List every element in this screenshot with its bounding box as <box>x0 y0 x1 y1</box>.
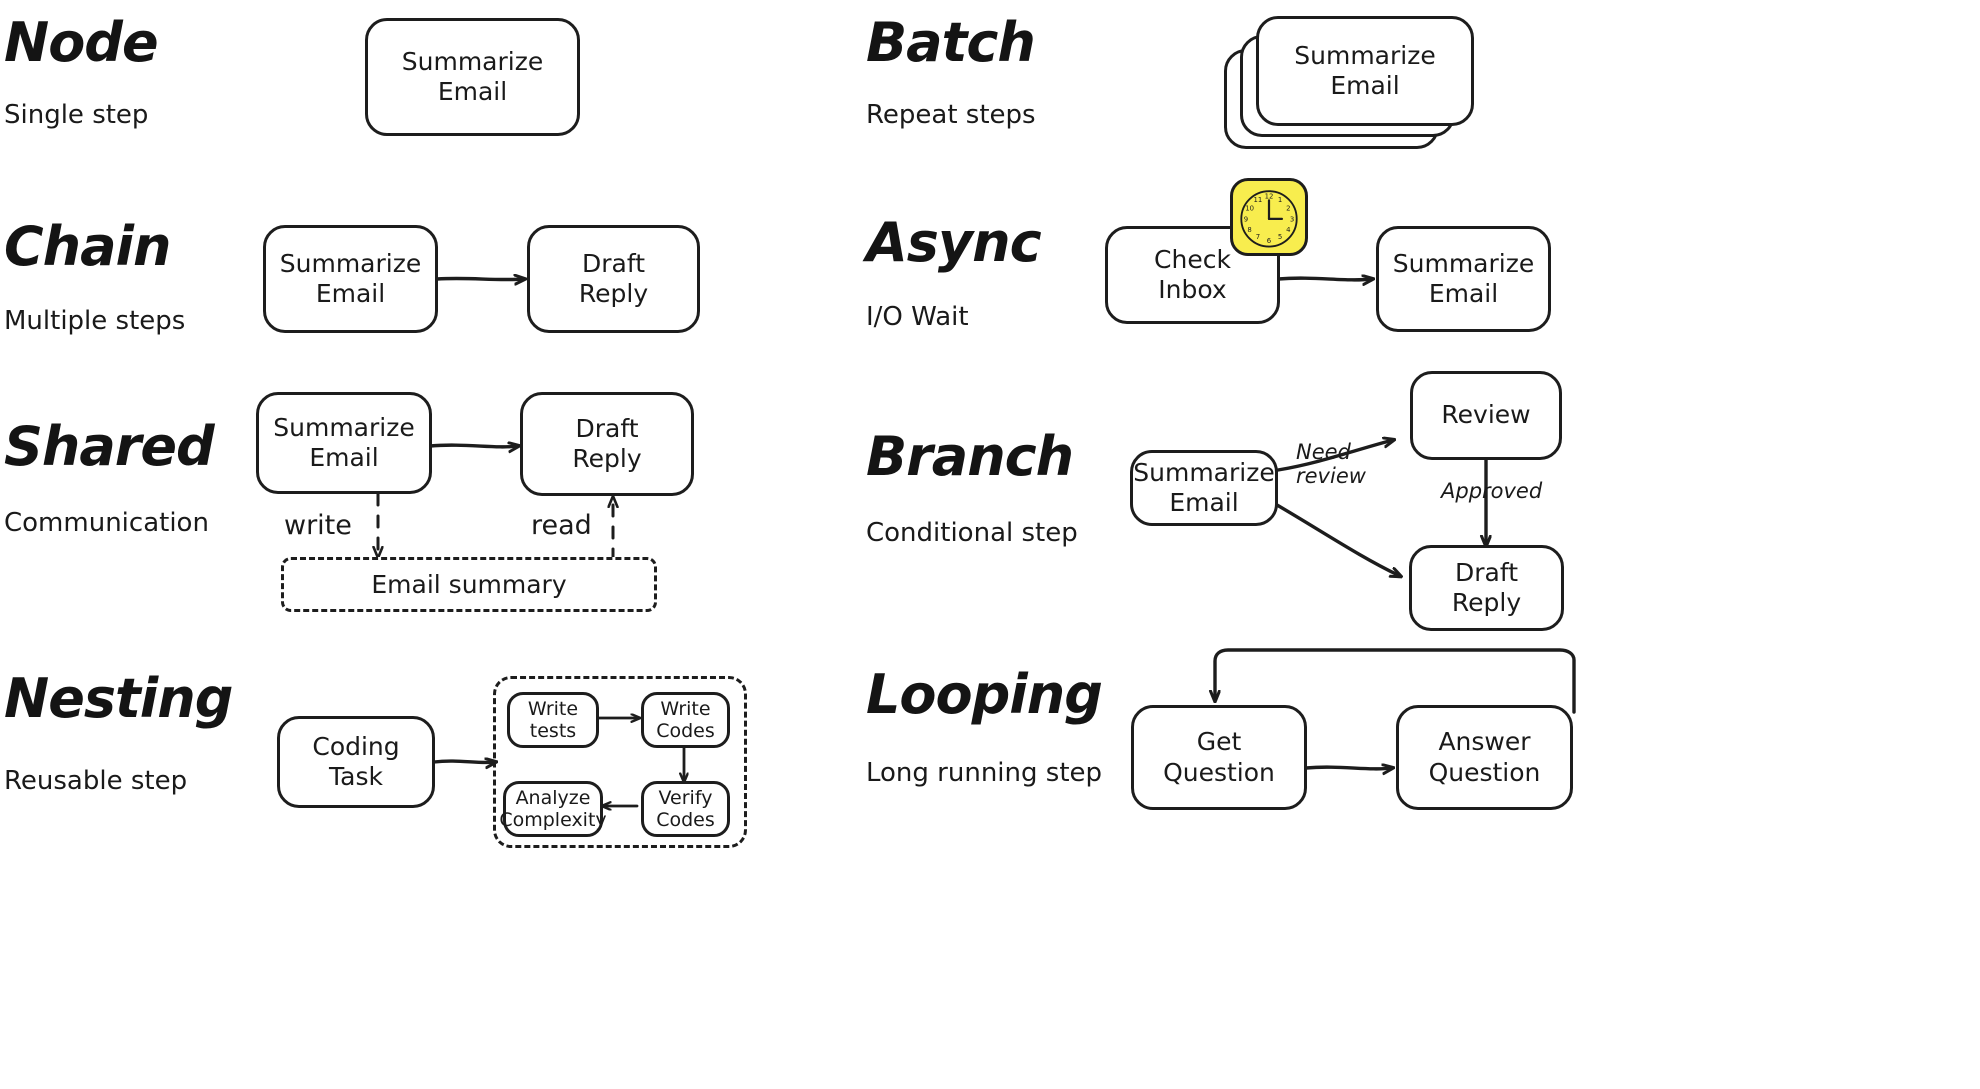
svg-text:3: 3 <box>1290 216 1294 224</box>
pattern-title-looping: Looping <box>866 663 1103 726</box>
looping-answer-question[interactable]: Answer Question <box>1396 705 1573 810</box>
svg-text:11: 11 <box>1254 196 1263 204</box>
svg-text:10: 10 <box>1245 205 1254 213</box>
pattern-subtitle-branch: Conditional step <box>866 518 1078 548</box>
svg-text:8: 8 <box>1247 226 1251 234</box>
pattern-subtitle-node: Single step <box>4 100 149 130</box>
svg-text:6: 6 <box>1267 237 1271 245</box>
batch-summarize-email[interactable]: Summarize Email <box>1256 16 1474 126</box>
svg-text:12: 12 <box>1265 193 1274 201</box>
pattern-title-chain: Chain <box>4 215 171 278</box>
svg-text:1: 1 <box>1278 196 1282 204</box>
shared-store-email-summary[interactable]: Email summary <box>281 557 657 612</box>
shared-draft-reply[interactable]: Draft Reply <box>520 392 694 496</box>
looping-get-question[interactable]: Get Question <box>1131 705 1307 810</box>
pattern-title-nesting: Nesting <box>4 667 233 730</box>
pattern-title-async: Async <box>866 211 1042 274</box>
svg-text:9: 9 <box>1244 216 1248 224</box>
branch-label-approved: Approved <box>1441 479 1543 503</box>
shared-summarize-email[interactable]: Summarize Email <box>256 392 432 494</box>
branch-label-need-review: Need review <box>1296 440 1366 489</box>
pattern-title-shared: Shared <box>4 415 215 478</box>
svg-text:4: 4 <box>1286 226 1290 234</box>
nesting-coding-task[interactable]: Coding Task <box>277 716 435 808</box>
pattern-title-node: Node <box>4 11 159 74</box>
nesting-analyze-complexity[interactable]: Analyze Complexity <box>499 781 607 837</box>
nesting-verify-codes[interactable]: Verify Codes <box>641 781 730 837</box>
branch-draft-reply[interactable]: Draft Reply <box>1409 545 1564 631</box>
node-summarize-email[interactable]: Summarize Email <box>365 18 580 136</box>
nesting-write-tests[interactable]: Write tests <box>507 692 599 748</box>
shared-read-label: read <box>531 510 592 541</box>
pattern-subtitle-shared: Communication <box>4 508 209 538</box>
pattern-title-branch: Branch <box>866 425 1074 488</box>
async-summarize-email[interactable]: Summarize Email <box>1376 226 1551 332</box>
svg-text:7: 7 <box>1256 233 1260 241</box>
nesting-write-codes[interactable]: Write Codes <box>641 692 730 748</box>
pattern-subtitle-async: I/O Wait <box>866 302 969 332</box>
branch-review[interactable]: Review <box>1410 371 1562 460</box>
svg-text:5: 5 <box>1278 233 1282 241</box>
pattern-subtitle-looping: Long running step <box>866 758 1103 788</box>
pattern-subtitle-nesting: Reusable step <box>4 766 188 796</box>
chain-summarize-email[interactable]: Summarize Email <box>263 225 438 333</box>
shared-write-label: write <box>284 510 352 541</box>
pattern-title-batch: Batch <box>866 11 1036 74</box>
chain-draft-reply[interactable]: Draft Reply <box>527 225 700 333</box>
nesting-subgraph-container <box>493 676 747 848</box>
branch-summarize-email[interactable]: Summarize Email <box>1130 450 1278 526</box>
svg-text:2: 2 <box>1286 205 1290 213</box>
pattern-subtitle-batch: Repeat steps <box>866 100 1036 130</box>
pattern-subtitle-chain: Multiple steps <box>4 306 186 336</box>
